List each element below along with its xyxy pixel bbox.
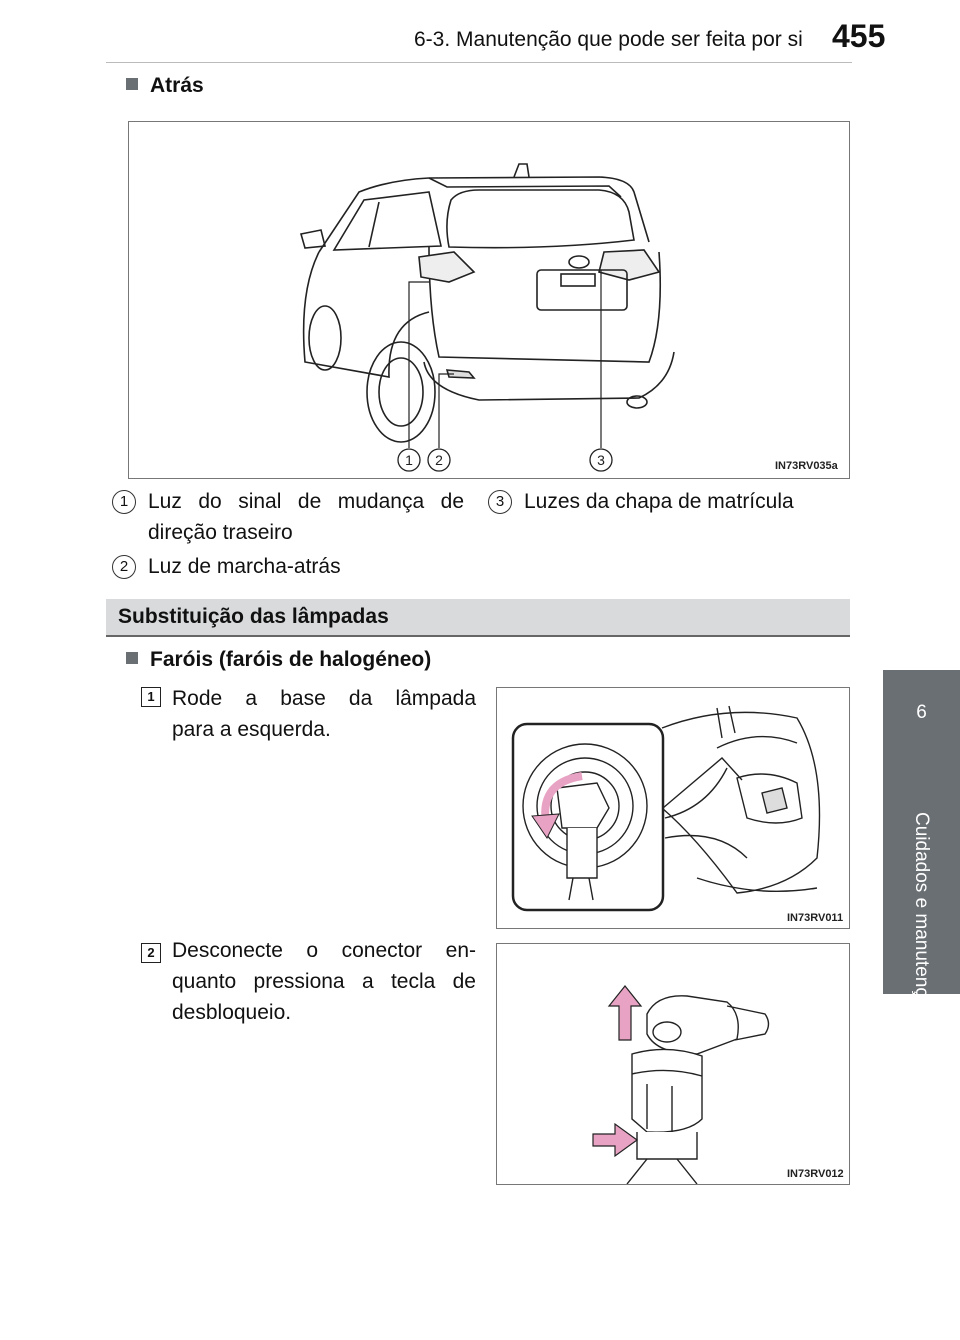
section-title: Substituição das lâmpadas — [118, 605, 389, 628]
bullet-square-icon — [126, 78, 138, 90]
chapter-tab: 6 Cuidados e manutenção — [883, 670, 960, 1018]
chapter-number: 6 — [916, 702, 927, 723]
step-text-line: desbloqueio. — [172, 1001, 292, 1024]
rear-car-figure: 1 2 3 IN73RV035a — [128, 121, 850, 479]
figure-code: IN73RV011 — [787, 912, 844, 924]
figure-code: IN73RV035a — [775, 460, 838, 472]
legend-text-line2: direção traseiro — [148, 521, 293, 544]
headlights-heading: Faróis (faróis de halogéneo) — [126, 648, 431, 672]
step-text-line: para a esquerda. — [172, 718, 331, 741]
legend-text-line1: Luz do sinal de mudança de — [148, 490, 464, 513]
rear-heading-text: Atrás — [150, 74, 204, 97]
headlights-heading-text: Faróis (faróis de halogéneo) — [150, 648, 432, 671]
figure-code: IN73RV012 — [787, 1168, 844, 1180]
callout-circle — [427, 448, 451, 472]
bullet-square-icon — [126, 652, 138, 664]
legend-number: 2 — [112, 555, 136, 579]
legend-text: Luzes da chapa de matrícula — [524, 490, 794, 513]
bulb-rotate-illustration — [511, 705, 821, 912]
legend-number: 3 — [488, 490, 512, 514]
chapter-title: Cuidados e manutenção — [911, 812, 932, 1018]
bulb-base-figure: IN73RV011 — [496, 687, 850, 929]
connector-figure: IN73RV012 — [496, 943, 850, 1185]
legend-text: Luz de marcha-atrás — [148, 555, 341, 578]
step-text-line: Rode a base da lâmpada — [172, 687, 476, 710]
page-number: 455 — [832, 18, 886, 54]
step-number: 1 — [141, 687, 161, 707]
header-divider — [106, 62, 852, 63]
legend-number: 1 — [112, 490, 136, 514]
section-title-bar: Substituição das lâmpadas — [106, 599, 850, 637]
callout-circle — [589, 448, 613, 472]
header-section-title: 6-3. Manutenção que pode ser feita por s… — [414, 28, 803, 51]
step-text: Rode a base da lâmpada para a esquerda. — [172, 683, 476, 745]
step-text-line: Desconecte o conector en- — [172, 939, 476, 962]
rear-heading: Atrás — [126, 74, 204, 98]
callout-2: 2 — [435, 452, 443, 468]
step-text: Desconecte o conector en- quanto pressio… — [172, 935, 476, 1028]
step-number: 2 — [141, 943, 161, 963]
callout-circle — [397, 448, 421, 472]
callout-1: 1 — [405, 452, 413, 468]
connector-release-illustration — [592, 985, 770, 1184]
callout-3: 3 — [597, 452, 605, 468]
rear-car-illustration: 1 2 3 — [299, 163, 675, 472]
step-text-line: quanto pressiona a tecla de — [172, 970, 476, 993]
